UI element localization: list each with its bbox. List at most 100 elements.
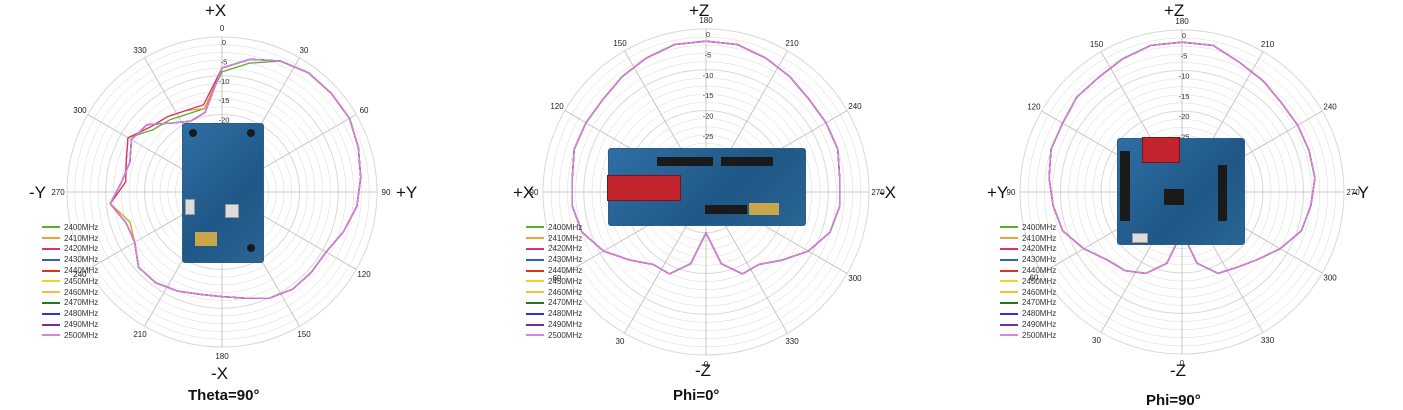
legend-label: 2500MHz (1022, 330, 1057, 340)
legend-swatch (1000, 247, 1018, 250)
angle-tick-label: 300 (73, 106, 87, 115)
axis-label-top: +X (205, 1, 227, 20)
legend-entry: 2440MHz (1000, 265, 1056, 276)
radial-tick-label: -20 (219, 116, 230, 125)
angle-tick-label: 180 (1175, 17, 1189, 26)
angle-tick-label: 270 (1346, 188, 1360, 197)
legend-entry: 2400MHz (42, 222, 98, 233)
dev-board-image (1117, 137, 1245, 245)
board-component (705, 205, 747, 214)
legend-swatch (1000, 280, 1018, 283)
radial-tick-label: -5 (221, 57, 228, 66)
dev-board-image (182, 123, 264, 263)
board-component (195, 232, 217, 246)
legend-label: 2440MHz (548, 266, 583, 276)
legend-label: 2480MHz (1022, 309, 1057, 319)
legend-entry: 2470MHz (42, 298, 98, 309)
legend-swatch (42, 237, 60, 240)
angle-tick-label: 120 (1027, 103, 1041, 112)
legend-label: 2490MHz (548, 320, 583, 330)
angle-tick-label: 330 (785, 337, 799, 346)
legend-swatch (526, 312, 544, 315)
axis-label-left: +X (513, 183, 535, 202)
angle-tick-label: 30 (1092, 336, 1101, 345)
radial-tick-label: -15 (703, 91, 714, 100)
legend-label: 2400MHz (1022, 222, 1057, 232)
angle-tick-label: 210 (785, 39, 799, 48)
legend-swatch (526, 269, 544, 272)
angle-tick-label: 180 (699, 16, 713, 25)
legend-label: 2450MHz (64, 276, 99, 286)
board-component (721, 157, 773, 166)
dev-board-image (607, 148, 806, 226)
axis-label-left: +Y (987, 183, 1009, 202)
legend-label: 2430MHz (548, 255, 583, 265)
board-component (1218, 165, 1227, 221)
angle-tick-label: 300 (1323, 274, 1337, 283)
legend-entry: 2500MHz (42, 330, 98, 341)
angle-tick-label: 270 (871, 188, 885, 197)
legend-label: 2470MHz (548, 298, 583, 308)
legend-entry: 2420MHz (42, 244, 98, 255)
radial-tick-label: -10 (1179, 72, 1190, 81)
board-component (1132, 233, 1148, 243)
angle-tick-label: 90 (530, 188, 539, 197)
legend-swatch (42, 312, 60, 315)
legend-swatch (42, 258, 60, 261)
legend-swatch (42, 323, 60, 326)
legend-label: 2420MHz (548, 244, 583, 254)
axis-label-bottom: -Z (1170, 361, 1187, 380)
legend-label: 2400MHz (64, 222, 99, 232)
legend-entry: 2460MHz (526, 287, 582, 298)
legend-label: 2410MHz (548, 233, 583, 243)
legend-label: 2470MHz (64, 298, 99, 308)
legend-swatch (42, 226, 60, 229)
legend-entry: 2480MHz (1000, 308, 1056, 319)
legend-label: 2410MHz (64, 233, 99, 243)
legend-entry: 2440MHz (526, 265, 582, 276)
legend-swatch (42, 301, 60, 304)
legend-swatch (1000, 269, 1018, 272)
legend-swatch (1000, 312, 1018, 315)
legend-entry: 2470MHz (526, 298, 582, 309)
legend-label: 2400MHz (548, 222, 583, 232)
legend-label: 2500MHz (548, 330, 583, 340)
angle-tick-label: 60 (1029, 274, 1038, 283)
chart-caption: Phi=0° (673, 387, 720, 404)
board-component (247, 129, 255, 137)
legend-entry: 2410MHz (526, 233, 582, 244)
legend-entry: 2410MHz (1000, 233, 1056, 244)
legend-entry: 2460MHz (42, 287, 98, 298)
series-line (109, 58, 362, 299)
legend-swatch (526, 291, 544, 294)
board-component (1142, 137, 1180, 163)
series-line (571, 40, 841, 275)
angle-tick-label: 270 (51, 188, 65, 197)
legend-swatch (42, 269, 60, 272)
angle-tick-label: 300 (848, 274, 862, 283)
legend-swatch (526, 247, 544, 250)
board-component (749, 203, 779, 215)
legend-entry: 2420MHz (526, 244, 582, 255)
angle-tick-label: 60 (553, 274, 562, 283)
legend-entry: 2430MHz (1000, 254, 1056, 265)
radial-tick-label: 0 (706, 30, 710, 39)
angle-tick-label: 210 (133, 330, 147, 339)
legend-label: 2410MHz (1022, 233, 1057, 243)
legend-swatch (1000, 291, 1018, 294)
angle-tick-label: 150 (613, 39, 627, 48)
legend-label: 2450MHz (548, 276, 583, 286)
legend-swatch (42, 334, 60, 337)
board-component (1164, 189, 1184, 205)
angle-tick-label: 30 (300, 46, 309, 55)
legend-swatch (1000, 226, 1018, 229)
angle-tick-label: 210 (1261, 40, 1275, 49)
legend-entry: 2400MHz (526, 222, 582, 233)
legend-entry: 2490MHz (526, 319, 582, 330)
angle-tick-label: 120 (550, 102, 564, 111)
legend-label: 2470MHz (1022, 298, 1057, 308)
chart-caption: Theta=90° (188, 387, 260, 404)
